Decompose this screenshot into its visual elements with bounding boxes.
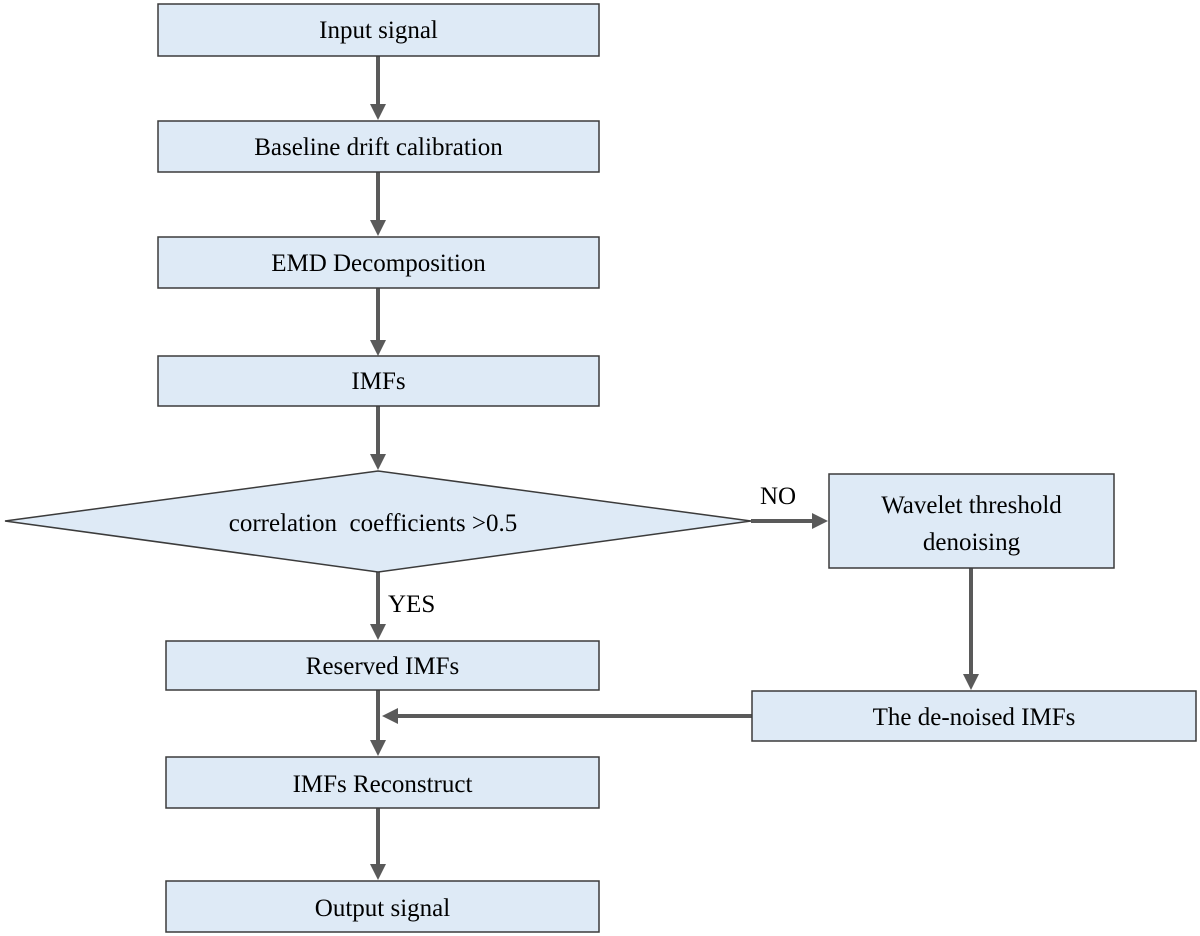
node-output-label: Output signal xyxy=(315,895,450,922)
node-decision: correlation coefficients >0.5 xyxy=(4,470,752,573)
node-wavelet-label-line1: Wavelet threshold xyxy=(881,492,1062,519)
edge-reconstruct-to-output xyxy=(370,808,386,880)
node-reserved-imfs: Reserved IMFs xyxy=(165,640,600,691)
edge-wavelet-to-denoised xyxy=(963,568,979,690)
node-wavelet-label-line2: denoising xyxy=(923,529,1021,556)
edge-emd-to-imfs xyxy=(370,288,386,356)
edge-decision-yes xyxy=(370,572,386,640)
edge-imfs-to-decision xyxy=(370,406,386,470)
node-baseline-drift-calibration: Baseline drift calibration xyxy=(157,120,600,173)
node-wavelet-threshold-denoising: Wavelet threshold denoising xyxy=(828,473,1115,569)
node-output-signal: Output signal xyxy=(165,880,600,933)
node-decision-label: correlation coefficients >0.5 xyxy=(229,510,518,537)
node-imfs-reconstruct: IMFs Reconstruct xyxy=(165,756,600,809)
edge-label-no: NO xyxy=(760,483,796,510)
edge-label-yes: YES xyxy=(388,591,435,618)
node-denoised-label: The de-noised IMFs xyxy=(873,704,1076,731)
node-reserved-label: Reserved IMFs xyxy=(306,653,459,680)
node-emd-label: EMD Decomposition xyxy=(271,250,486,277)
edge-baseline-to-emd xyxy=(370,172,386,236)
edge-denoised-to-merge xyxy=(382,708,752,724)
node-denoised-imfs: The de-noised IMFs xyxy=(751,690,1197,742)
edge-input-to-baseline xyxy=(370,56,386,120)
node-baseline-label: Baseline drift calibration xyxy=(254,134,503,161)
node-input-signal: Input signal xyxy=(157,3,600,57)
node-reconstruct-label: IMFs Reconstruct xyxy=(293,771,473,798)
node-input-signal-label: Input signal xyxy=(319,17,438,44)
node-emd-decomposition: EMD Decomposition xyxy=(157,236,600,289)
node-imfs: IMFs xyxy=(157,355,600,407)
edge-decision-no xyxy=(751,513,828,529)
edge-reserved-to-reconstruct xyxy=(370,690,386,756)
node-imfs-label: IMFs xyxy=(351,368,405,395)
